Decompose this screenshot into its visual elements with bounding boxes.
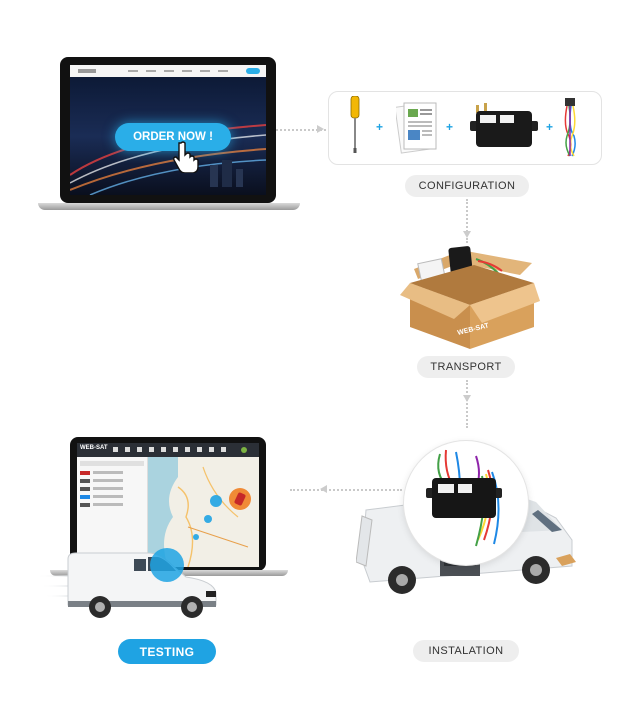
map-cluster-marker[interactable]	[204, 515, 212, 523]
list-item[interactable]	[80, 503, 90, 507]
tracking-app-screenshot: WEB-SAT	[77, 443, 259, 567]
plus-icon: +	[376, 120, 384, 134]
vehicle-list-panel	[77, 457, 148, 567]
nav-cta-button[interactable]	[246, 68, 260, 74]
website-logo	[78, 69, 96, 73]
toolbar-icon[interactable]	[137, 447, 142, 452]
list-item[interactable]	[80, 487, 90, 491]
hand-cursor-icon	[173, 141, 199, 173]
configuration-items-box	[328, 91, 602, 165]
arrow-down-icon	[463, 395, 471, 402]
map-cluster-marker[interactable]	[210, 495, 222, 507]
nav-link[interactable]	[128, 70, 138, 72]
arrow-left-icon	[320, 485, 327, 493]
connector-line	[466, 199, 468, 243]
documents-icon	[396, 102, 437, 154]
order-website-screenshot: ORDER NOW !	[70, 65, 266, 195]
nav-link[interactable]	[164, 70, 174, 72]
status-indicator	[241, 447, 247, 453]
list-item[interactable]	[93, 471, 123, 474]
toolbar-icon[interactable]	[113, 447, 118, 452]
gps-tracker-device-icon	[470, 103, 538, 147]
connector-line	[276, 129, 326, 131]
plus-icon: +	[546, 120, 554, 134]
toolbar-icon[interactable]	[173, 447, 178, 452]
list-item[interactable]	[80, 479, 90, 483]
map-cluster-marker[interactable]	[193, 534, 199, 540]
toolbar-icon[interactable]	[185, 447, 190, 452]
list-item[interactable]	[93, 495, 123, 498]
toolbar-icon[interactable]	[221, 447, 226, 452]
toolbar-icon[interactable]	[209, 447, 214, 452]
step-configuration-label: CONFIGURATION	[405, 175, 529, 197]
step-testing-label: TESTING	[118, 639, 216, 664]
list-item[interactable]	[93, 479, 123, 482]
step-installation-label: INSTALATION	[413, 640, 519, 662]
arrow-right-icon	[317, 125, 324, 133]
step-transport-label: TRANSPORT	[417, 356, 515, 378]
tracking-map[interactable]	[148, 457, 259, 567]
toolbar-icon[interactable]	[197, 447, 202, 452]
connector-line	[290, 489, 402, 491]
list-item[interactable]	[93, 503, 123, 506]
shipping-box-icon: WEB-SAT	[400, 246, 540, 349]
delivery-van-icon	[36, 552, 217, 618]
nav-link[interactable]	[182, 70, 192, 72]
app-toolbar: WEB-SAT	[77, 443, 259, 457]
list-header	[80, 461, 144, 466]
screwdriver-icon	[350, 96, 360, 153]
installed-tracker-device-icon	[426, 449, 502, 547]
list-item[interactable]	[93, 487, 123, 490]
nav-link[interactable]	[146, 70, 156, 72]
van-location-marker	[150, 548, 184, 582]
toolbar-icon[interactable]	[125, 447, 130, 452]
app-logo: WEB-SAT	[80, 445, 108, 451]
toolbar-icon[interactable]	[149, 447, 154, 452]
arrow-down-icon	[463, 231, 471, 238]
order-now-button[interactable]: ORDER NOW !	[115, 123, 231, 151]
list-item[interactable]	[80, 471, 90, 475]
nav-link[interactable]	[218, 70, 228, 72]
wiring-harness-icon	[564, 98, 576, 157]
plus-icon: +	[446, 120, 454, 134]
list-item[interactable]	[80, 495, 90, 499]
connector-line	[466, 380, 468, 428]
nav-link[interactable]	[200, 70, 210, 72]
website-navbar	[70, 65, 266, 77]
toolbar-icon[interactable]	[161, 447, 166, 452]
order-laptop-base	[38, 203, 300, 210]
